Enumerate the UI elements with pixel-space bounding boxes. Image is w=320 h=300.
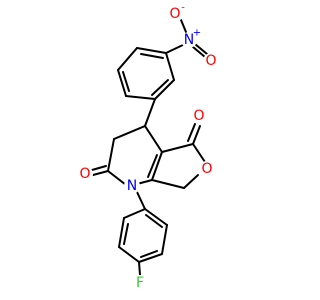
bond (187, 123, 196, 142)
bond (107, 138, 115, 172)
bond (144, 98, 156, 127)
bond (151, 151, 163, 181)
bond (192, 46, 206, 58)
fluorine-atom: F (132, 275, 148, 291)
molecule-diagram: N + O - O O O O (77, 2, 219, 291)
bond (194, 43, 208, 55)
bond (151, 79, 169, 96)
oxygen-atom-lactone-carbonyl: O (191, 108, 207, 124)
bond (140, 250, 158, 258)
atom-symbol: O (201, 161, 212, 177)
bond (165, 52, 175, 81)
bond (92, 170, 109, 176)
bond (161, 224, 168, 255)
bond (118, 217, 125, 248)
bond (154, 79, 175, 100)
bond (144, 208, 168, 226)
bond (151, 179, 185, 189)
bond (192, 143, 206, 163)
negative-charge-symbol: - (181, 3, 185, 14)
atom-symbol: O (169, 6, 180, 22)
bond (140, 53, 164, 59)
bond (125, 95, 156, 100)
bond (123, 208, 146, 219)
oxygen-minus-atom: O - (167, 3, 185, 22)
bond (113, 125, 146, 140)
atom-labels: N + O - O O O O (77, 3, 219, 291)
oxygen-atom-amide: O (77, 166, 93, 182)
bond-layer (91, 19, 208, 276)
atom-symbol: O (205, 53, 216, 69)
bond (183, 174, 199, 189)
oxygen-atom-ring: O (199, 161, 215, 177)
bond (165, 43, 186, 54)
bond (147, 154, 158, 178)
bond (136, 47, 167, 54)
bond (138, 261, 141, 276)
bond (192, 125, 201, 145)
bond (122, 71, 130, 92)
atom-symbol: F (136, 275, 144, 291)
bond (145, 214, 163, 228)
bond (138, 253, 163, 263)
atom-symbol: N (127, 178, 137, 194)
atom-symbol: N (184, 32, 194, 48)
positive-charge-symbol: + (193, 28, 201, 39)
oxygen-atom-nitro: O (203, 53, 219, 69)
bond (180, 19, 187, 33)
bond (144, 125, 163, 153)
nitrogen-plus-atom: N + (181, 28, 201, 48)
bond (117, 47, 138, 71)
nitrogen-atom-ring: N (124, 178, 140, 194)
atom-symbol: O (79, 166, 90, 182)
atom-symbol: O (193, 108, 204, 124)
bond (117, 69, 127, 97)
bond (123, 223, 129, 245)
bond (161, 143, 194, 153)
bond (91, 165, 107, 171)
bond (136, 191, 146, 210)
bond (118, 246, 140, 263)
